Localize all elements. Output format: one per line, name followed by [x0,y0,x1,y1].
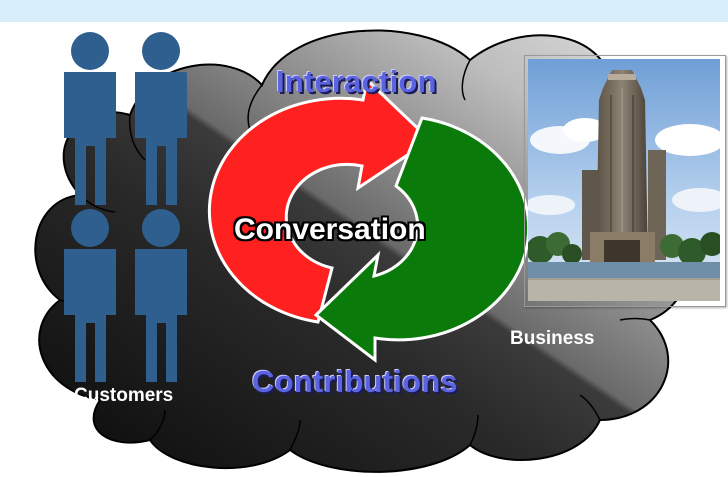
business-building-photo [528,59,720,301]
red-cycle-arrow [207,77,433,324]
customers-label: Customers [74,385,174,406]
business-label: Business [510,328,595,349]
top-band [0,0,728,22]
interaction-label: Interaction [276,64,437,99]
business-photo-frame [524,55,726,307]
conversation-label: Conversation [234,213,426,246]
green-cycle-arrow [313,116,531,364]
person-silhouette-icon [64,32,116,205]
person-silhouette-icon [64,209,116,382]
person-silhouette-icon [135,32,187,205]
person-silhouette-icon [135,209,187,382]
cloud-shape [34,29,691,473]
contributions-label: Contributions [252,364,458,399]
cycle-arrows-icon [207,77,531,364]
customers-people-icon [64,32,187,382]
